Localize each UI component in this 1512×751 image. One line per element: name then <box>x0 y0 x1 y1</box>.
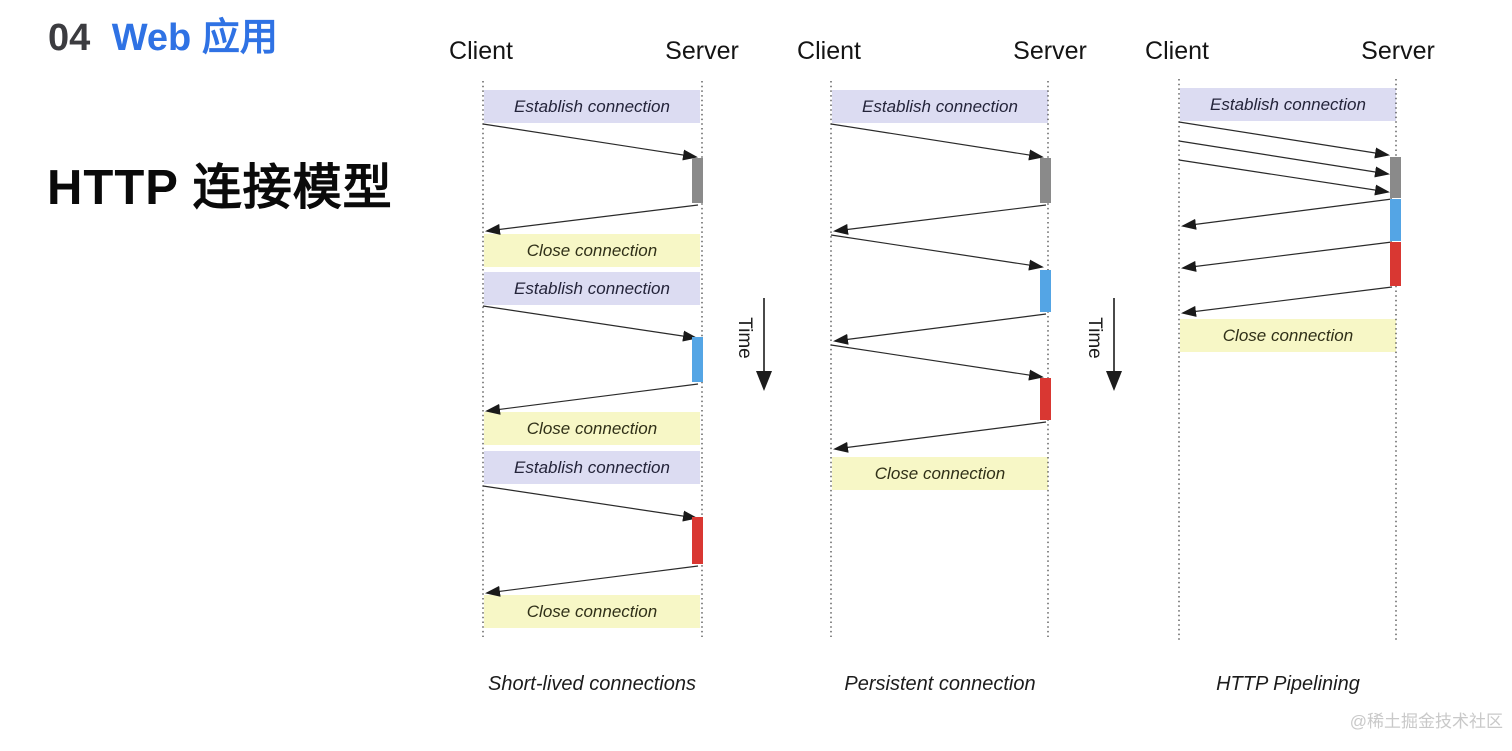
processing-bar-gray <box>1040 158 1051 203</box>
establish-connection-box: Establish connection <box>484 451 700 484</box>
processing-bar-gray <box>1390 157 1401 198</box>
short-lived-sequence-svg <box>482 81 703 637</box>
response-arrow <box>833 204 1047 235</box>
response-arrow <box>833 313 1047 345</box>
time-arrow-icon <box>756 298 772 391</box>
server-label: Server <box>1361 37 1435 65</box>
request-arrow <box>1178 140 1390 178</box>
request-arrow <box>1178 121 1390 159</box>
response-arrow <box>485 383 699 415</box>
server-label: Server <box>1013 37 1087 65</box>
processing-bar-gray <box>692 158 703 203</box>
diagram-caption: HTTP Pipelining <box>1216 673 1360 695</box>
client-label: Client <box>1145 37 1209 65</box>
establish-connection-box: Establish connection <box>1180 88 1396 121</box>
close-connection-box: Close connection <box>832 457 1048 490</box>
response-arrow <box>833 421 1047 453</box>
chapter-title: Web 应用 <box>111 17 278 59</box>
diagram-short-lived: Client Server Establish connection Close… <box>430 35 770 735</box>
time-axis: Time <box>726 288 796 403</box>
processing-bar-blue <box>692 337 703 382</box>
server-label: Server <box>665 37 739 65</box>
response-arrow <box>1181 198 1393 230</box>
chapter-header: 04 Web 应用 <box>48 6 278 61</box>
request-arrow <box>482 123 698 161</box>
time-axis: Time <box>1076 288 1146 403</box>
time-arrow-icon <box>1106 298 1122 391</box>
response-arrow <box>1181 241 1393 272</box>
client-label: Client <box>449 37 513 65</box>
response-arrow <box>485 204 699 235</box>
time-label: Time <box>734 317 755 359</box>
diagram-caption: Short-lived connections <box>488 673 696 695</box>
close-connection-box: Close connection <box>484 412 700 445</box>
processing-bar-red <box>1040 378 1051 420</box>
time-label: Time <box>1084 317 1105 359</box>
establish-connection-box: Establish connection <box>484 272 700 305</box>
request-arrow <box>830 123 1044 161</box>
request-arrow <box>830 344 1044 381</box>
watermark: @稀土掘金技术社区 <box>1349 712 1503 731</box>
diagram-pipelining: Client Server Establish connection Close… <box>1126 35 1466 735</box>
diagram-persistent: Client Server Establish connection Close… <box>778 35 1118 735</box>
processing-bar-red <box>692 517 703 564</box>
diagram-caption: Persistent connection <box>844 673 1036 695</box>
client-label: Client <box>797 37 861 65</box>
close-connection-box: Close connection <box>484 595 700 628</box>
request-arrow <box>482 305 698 342</box>
processing-bar-red <box>1390 242 1401 286</box>
response-arrow <box>485 565 699 597</box>
request-arrow <box>830 234 1044 271</box>
chapter-number: 04 <box>48 17 91 59</box>
establish-connection-box: Establish connection <box>484 90 700 123</box>
slide-title: HTTP 连接模型 <box>47 161 393 215</box>
request-arrow <box>1178 159 1390 196</box>
processing-bar-blue <box>1040 270 1051 312</box>
processing-bar-blue <box>1390 199 1401 241</box>
establish-connection-box: Establish connection <box>832 90 1048 123</box>
persistent-sequence-svg <box>830 81 1051 637</box>
response-arrow <box>1181 286 1393 317</box>
pipelining-sequence-svg <box>1178 79 1401 643</box>
close-connection-box: Close connection <box>1180 319 1396 352</box>
close-connection-box: Close connection <box>484 234 700 267</box>
request-arrow <box>482 485 698 522</box>
